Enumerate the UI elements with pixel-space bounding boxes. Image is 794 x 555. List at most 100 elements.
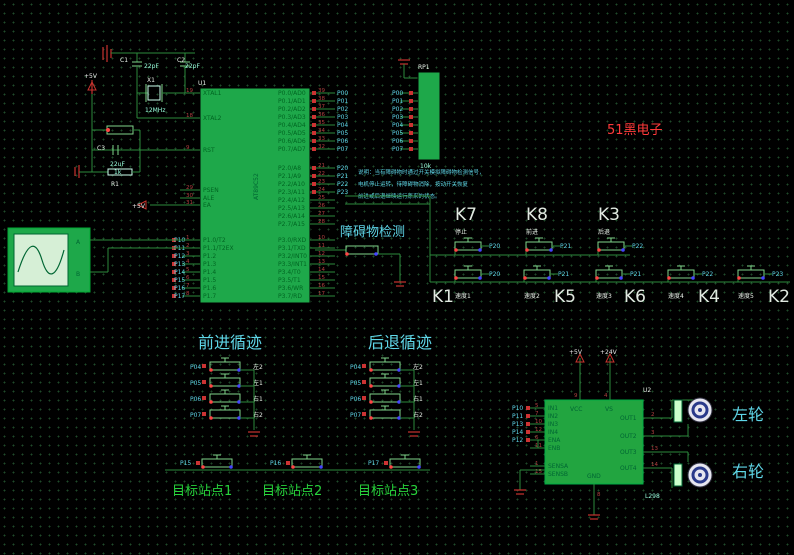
contact-dot (478, 248, 482, 252)
mcu-pin-number: 37 (318, 104, 325, 110)
crystal-circuit: C1 22pF C2 22pF X1 12MHz (102, 45, 200, 119)
c1-label: C1 (120, 57, 128, 64)
pin-marker (409, 107, 413, 111)
track-side: 右1 (413, 395, 423, 403)
note-line1: 说明：当有障碍物时通过开关模拟障碍物检测信号， (358, 168, 485, 176)
driver-in-number: 5 (535, 403, 539, 409)
push-button-body[interactable] (369, 377, 401, 387)
c3-value: 22uF (110, 161, 125, 168)
push-button-body[interactable] (454, 241, 482, 251)
mcu-pin-number: 15 (318, 275, 325, 281)
pin-marker (172, 278, 176, 282)
rp1-ref: RP1 (418, 64, 430, 71)
mcu-pin-number: 36 (318, 112, 325, 118)
pin-marker (409, 131, 413, 135)
rp1-net: P01 (392, 98, 403, 105)
mcu-right-net: P03 (337, 114, 348, 121)
driver-out-number: 14 (651, 462, 658, 468)
pin-marker (526, 414, 530, 418)
mcu-pin-label: P1.5 (203, 277, 216, 284)
push-button-body[interactable] (597, 241, 625, 251)
mcu-part: AT89C52 (253, 173, 260, 200)
push-button-body[interactable] (389, 458, 421, 468)
mcu-pin-label: XTAL2 (203, 115, 222, 122)
push-button-body[interactable] (454, 269, 482, 279)
push-button-body[interactable] (523, 269, 551, 279)
push-button-body[interactable] (595, 269, 623, 279)
push-button-body[interactable] (667, 269, 695, 279)
mcu-pin-number: 33 (318, 136, 325, 142)
key-bottom-name: 速度3 (596, 292, 612, 300)
mcu-pin-label: P0.4/AD4 (278, 122, 306, 129)
push-button-body[interactable] (369, 361, 401, 371)
push-button-body[interactable] (525, 241, 553, 251)
push-button-body[interactable] (369, 409, 401, 419)
mcu-right-net: P06 (337, 138, 348, 145)
mcu-pin-label: P1.7 (203, 293, 216, 300)
driver-vs: VS (605, 406, 613, 413)
pin-marker (202, 396, 206, 400)
pin-marker (526, 430, 530, 434)
driver-sense-number: 15 (535, 469, 542, 475)
mcu-right-net: P23 (337, 189, 348, 196)
contact-dot (523, 276, 527, 280)
mcu-pin-label: P0.7/AD7 (278, 146, 306, 153)
scope-a-label: A (76, 239, 81, 246)
contact-dot (454, 248, 458, 252)
key-top-id: K7 (455, 205, 477, 225)
contact-dot (595, 276, 599, 280)
push-button-body[interactable] (209, 409, 241, 419)
driver-out-number: 2 (651, 412, 655, 418)
contact-dot (369, 384, 373, 388)
contact-dot (549, 248, 553, 252)
mcu-pin-label: EA (203, 202, 212, 209)
driver-in-label: IN2 (548, 413, 558, 420)
c1-value: 22pF (144, 63, 159, 70)
key-bottom-net: P23 (772, 271, 783, 278)
contact-dot (229, 465, 233, 469)
key-bottom-id: K5 (554, 287, 576, 307)
track-side: 右2 (413, 411, 423, 419)
push-button-body[interactable] (209, 393, 241, 403)
mcu-pin-number: 25 (318, 195, 325, 201)
key-bottom-name: 速度2 (524, 292, 540, 300)
rp1-net: P03 (392, 114, 403, 121)
pin-marker (526, 406, 530, 410)
push-button-body[interactable] (737, 269, 765, 279)
mcu-pin-number: 13 (318, 259, 325, 265)
mcu-pin-label: P3.7/RD (278, 293, 302, 300)
mcu-right-net: P05 (337, 130, 348, 137)
key-bottom-id: K4 (698, 287, 720, 307)
pin-marker (409, 91, 413, 95)
key-bottom-net: P21 (630, 271, 641, 278)
pin-marker (526, 422, 530, 426)
driver-in-number: 10 (535, 419, 542, 425)
push-button-body[interactable] (291, 458, 323, 468)
driver-vcc-num: 9 (574, 393, 578, 399)
note-line2: 电机停止运转，待障碍物消除，按动开关恢复 (358, 180, 469, 188)
key-bottom-net: P21 (558, 271, 569, 278)
station-label: 目标站点1 (172, 484, 232, 499)
key-top-net: P21 (560, 243, 571, 250)
track-net: P07 (350, 412, 361, 419)
driver-in-net: P13 (512, 421, 523, 428)
mcu-right-net: P22 (337, 181, 348, 188)
station-net: P17 (368, 460, 379, 467)
mcu-pin-label: P0.0/AD0 (278, 90, 306, 97)
pin-marker (312, 190, 316, 194)
mcu-pin-number: 29 (186, 185, 193, 191)
push-button-body[interactable] (201, 458, 233, 468)
contact-dot (597, 248, 601, 252)
mcu-pin-number: 21 (318, 163, 325, 169)
driver-in-number: 12 (535, 427, 542, 433)
push-button-body[interactable] (369, 393, 401, 403)
pin-marker (312, 147, 316, 151)
track-net: P07 (190, 412, 201, 419)
push-button-body[interactable] (209, 377, 241, 387)
contact-dot (389, 465, 393, 469)
push-button-body[interactable] (209, 361, 241, 371)
mcu-pin-number: 22 (318, 171, 325, 177)
